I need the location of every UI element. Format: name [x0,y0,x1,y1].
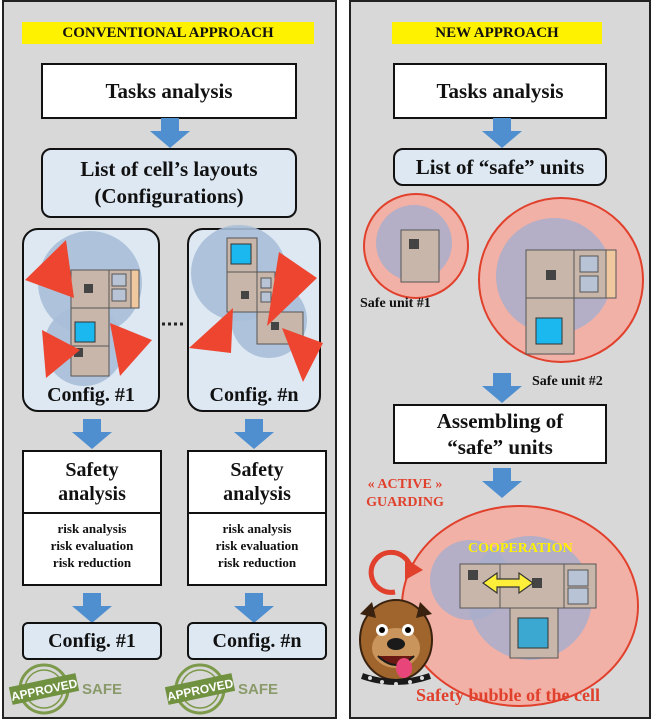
new-approach-banner: NEW APPROACH [392,22,602,44]
safe-unit-2-label: Safe unit #2 [532,374,603,389]
config-n-label: Config. #n [209,384,299,406]
flow-arrow-right-1 [482,118,522,148]
assembling-box: Assembling of “safe” units [393,404,607,464]
approved-stamp-1: APPROVED [8,663,80,715]
risk-item: risk evaluation [215,538,299,553]
safe-label-1: SAFE [82,681,123,698]
safety-bubble-drawing [368,505,639,707]
safe-unit-1-label: Safe unit #1 [360,296,431,311]
cooperation-label: COOPERATION [468,541,573,556]
cell-layouts-title: List of cell’s layouts [80,157,258,181]
flow-arrow-left-1 [150,118,190,148]
safety-bubble-label: Safety bubble of the cell [416,685,600,705]
conventional-banner: CONVENTIONAL APPROACH [22,22,314,44]
flow-arrow-left-5 [234,593,274,623]
cell-layouts-subtitle: (Configurations) [94,184,244,208]
safe-config-n-box: Config. #n [187,622,327,660]
safe-config-1-box: Config. #1 [22,622,162,660]
assembling-title: Assembling of [436,409,564,433]
flow-arrow-left-4 [72,593,112,623]
flow-arrow-right-3 [482,468,522,498]
active-guarding-label: « ACTIVE » GUARDING [366,477,444,510]
safe-unit-2-drawing [478,197,644,363]
cell-layouts-box: List of cell’s layouts (Configurations) [41,148,297,218]
tasks-analysis-box-left: Tasks analysis [41,63,297,119]
config-dots [162,322,186,326]
risk-item: risk evaluation [50,538,134,553]
risk-item: risk analysis [57,521,127,536]
flow-arrow-left-3 [234,419,274,449]
assembling-subtitle: “safe” units [447,435,553,459]
safe-label-n: SAFE [238,681,279,698]
flow-arrow-right-2 [482,373,522,403]
risk-item: risk reduction [217,555,297,570]
config-n-drawing [189,225,323,382]
risk-item: risk analysis [222,521,292,536]
safe-unit-1-drawing [363,193,469,299]
safe-units-box: List of “safe” units [393,148,607,186]
risk-item: risk reduction [52,555,132,570]
approved-stamp-n: APPROVED [164,663,236,715]
flow-arrow-left-2 [72,419,112,449]
config-1-drawing [25,231,152,386]
tasks-analysis-box-right: Tasks analysis [393,63,607,119]
guard-dog-icon [359,599,433,686]
config-1-label: Config. #1 [47,384,135,406]
